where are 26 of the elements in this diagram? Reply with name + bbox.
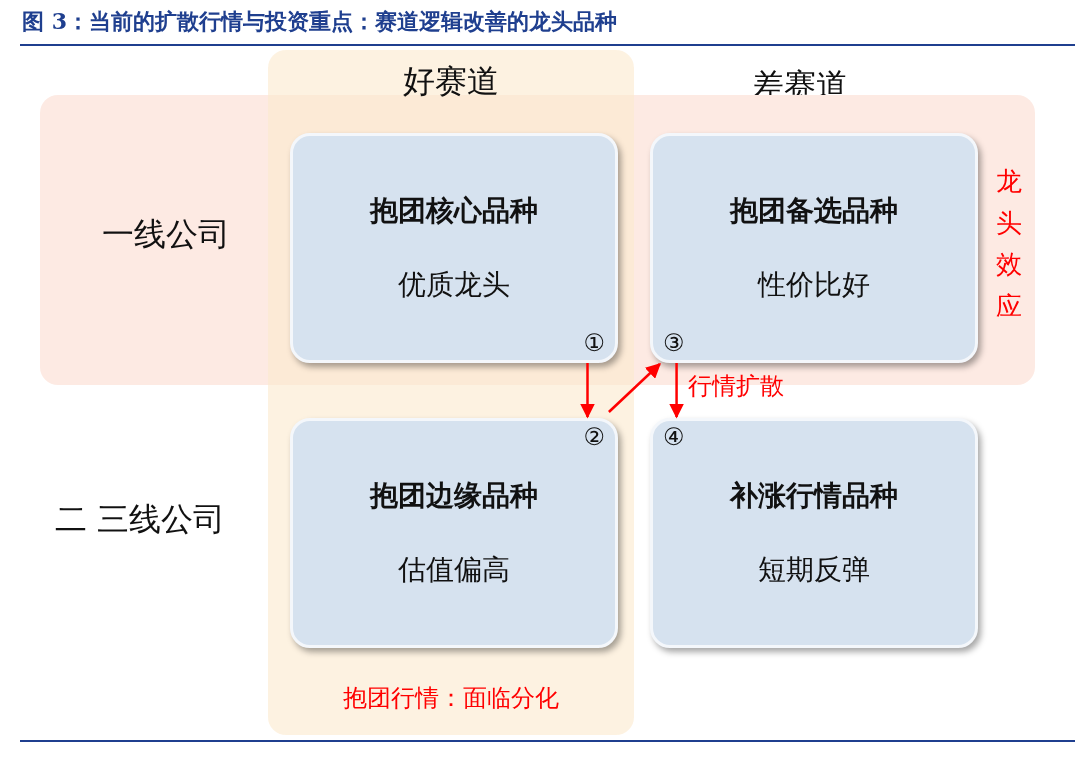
category-box <box>290 418 618 648</box>
box-heading: 补涨行情品种 <box>728 479 899 513</box>
arrow <box>580 363 595 419</box>
box-text: 性价比好 <box>756 268 871 302</box>
step-number: ① <box>583 329 605 358</box>
box-heading: 抱团核心品种 <box>368 194 539 228</box>
arrow <box>608 362 661 413</box>
edge-label: 行情扩散 <box>688 372 784 401</box>
column-heading: 好赛道 <box>402 62 500 101</box>
step-number: ② <box>583 423 605 452</box>
row-heading: 一线公司 <box>102 215 230 254</box>
band-note: 抱团行情：面临分化 <box>342 684 560 713</box>
box-text: 短期反弹 <box>757 553 871 587</box>
box-heading: 抱团边缘品种 <box>368 479 539 513</box>
category-box <box>290 133 618 363</box>
category-box <box>650 418 978 648</box>
box-heading: 抱团备选品种 <box>728 194 899 228</box>
step-number: ③ <box>663 329 685 358</box>
arrow <box>669 363 685 419</box>
category-box <box>650 133 978 363</box>
box-text: 优质龙头 <box>397 268 511 302</box>
row-heading: 二 三线公司 <box>55 500 226 539</box>
side-note: 龙头效应 <box>995 165 1023 323</box>
step-number: ④ <box>663 423 685 452</box>
figure-title: 图 3：当前的扩散行情与投资重点：赛道逻辑改善的龙头品种 <box>22 8 617 35</box>
box-text: 估值偏高 <box>397 553 511 587</box>
